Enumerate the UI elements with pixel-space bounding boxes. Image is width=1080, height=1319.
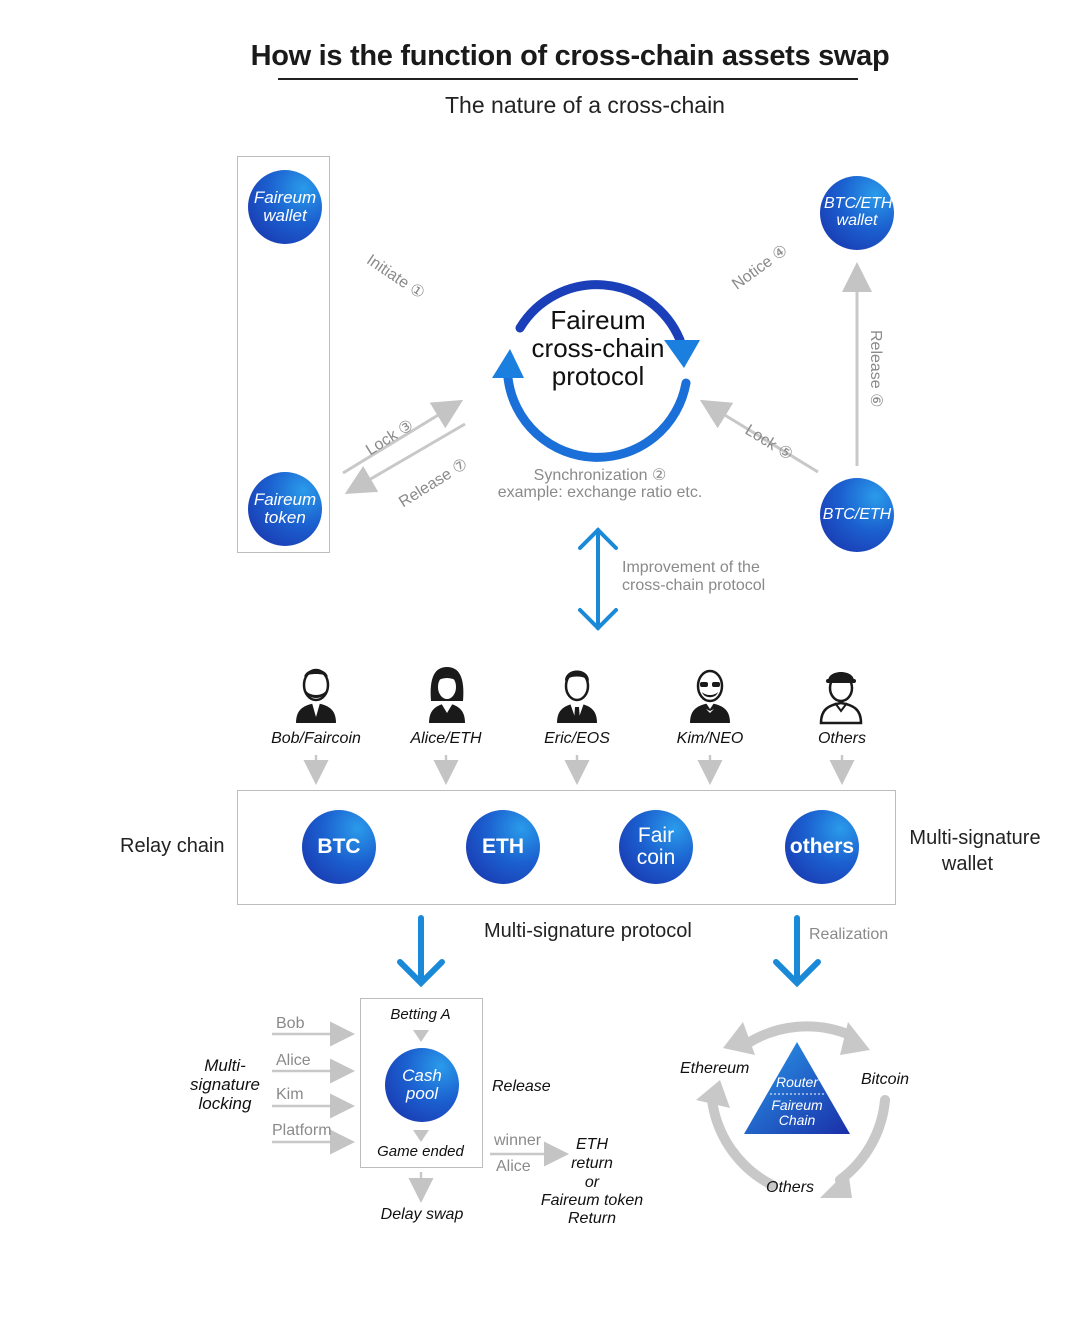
realization-label: Realization: [809, 926, 889, 943]
input-alice: Alice: [276, 1052, 311, 1069]
input-bob: Bob: [276, 1015, 305, 1032]
man-beard-icon: [296, 668, 336, 723]
protocol-label: Faireum cross-chain protocol: [531, 305, 665, 391]
protocol-ring: [492, 280, 700, 462]
multisig-locking-line3: locking: [198, 1094, 252, 1113]
release-label: Release: [492, 1078, 551, 1095]
title-underline: [278, 78, 858, 80]
betting-box: [360, 998, 483, 1168]
multisig-locking-line2: signature: [190, 1075, 260, 1094]
outcome-line3: or: [584, 1174, 600, 1191]
pool-small-triangles: [413, 1030, 429, 1142]
router-label: Router: [775, 1074, 819, 1090]
coin-others: others: [785, 810, 859, 884]
router-bitcoin-label: Bitcoin: [861, 1071, 910, 1088]
coin-btc-label: BTC: [317, 834, 361, 858]
btceth-node: BTC/ETH: [820, 478, 894, 552]
faireum-wallet-node: Faireum wallet: [248, 170, 322, 244]
faireum-column-box: [237, 156, 330, 553]
game-ended-label: Game ended: [377, 1143, 464, 1160]
coin-faircoin: Fair coin: [619, 810, 693, 884]
coin-eth-label: ETH: [482, 834, 524, 858]
relay-chain-box: [237, 790, 896, 905]
user-label-others: Others: [817, 730, 866, 747]
user-arrows: [303, 755, 855, 785]
outcome-line2: return: [571, 1155, 613, 1172]
btceth-label: BTC/ETH: [822, 505, 892, 523]
outcome-line5: Return: [567, 1210, 617, 1227]
user-label-eric: Eric/EOS: [544, 730, 610, 747]
improvement-label-line2: cross-chain protocol: [622, 577, 766, 594]
coin-btc: BTC: [302, 810, 376, 884]
man-sunglasses-icon: [690, 669, 730, 723]
multisig-locking-line1: Multi-: [204, 1056, 246, 1075]
faireum-token-label: Faireum token: [253, 490, 317, 527]
betting-input-arrows: [272, 1021, 569, 1203]
coin-eth: ETH: [466, 810, 540, 884]
delay-swap-label: Delay swap: [380, 1206, 464, 1223]
cash-pool-node: Cash pool: [385, 1048, 459, 1122]
winner-label: winner: [494, 1132, 542, 1149]
sync-label-line2: example: exchange ratio etc.: [497, 484, 703, 501]
man-tie-icon: [557, 670, 597, 723]
multisig-wallet-label-line2: wallet: [941, 853, 994, 875]
router-triangle: [744, 1042, 850, 1134]
input-platform: Platform: [272, 1122, 332, 1139]
man-cap-icon: [819, 672, 863, 725]
cash-pool-label: Cash pool: [402, 1066, 442, 1103]
protocol-down-arrows: [397, 915, 821, 988]
improvement-label-line1: Improvement of the: [622, 559, 760, 576]
router-others-label: Others: [766, 1179, 815, 1196]
page-title: How is the function of cross-chain asset…: [250, 40, 890, 72]
user-label-kim: Kim/NEO: [676, 730, 744, 747]
btceth-wallet-node: BTC/ETH wallet: [820, 176, 894, 250]
woman-icon: [429, 667, 465, 723]
relay-chain-label: Relay chain: [120, 835, 225, 857]
faireum-token-node: Faireum token: [248, 472, 322, 546]
router-ethereum-label: Ethereum: [680, 1060, 750, 1077]
multisig-protocol-label: Multi-signature protocol: [484, 920, 692, 942]
sync-label-line1: Synchronization ②: [533, 467, 667, 484]
alice-winner-label: Alice: [496, 1158, 531, 1175]
page-subtitle: The nature of a cross-chain: [445, 92, 725, 118]
multisig-wallet-label-line1: Multi-signature: [909, 827, 1041, 849]
faireum-chain-label: Faireum Chain: [771, 1097, 823, 1128]
input-kim: Kim: [276, 1086, 304, 1103]
outcome-line4: Faireum token: [540, 1192, 644, 1209]
betting-a-label: Betting A: [390, 1006, 451, 1023]
top-arrows: [342, 262, 872, 495]
improvement-double-arrow: [578, 527, 618, 631]
user-label-alice: Alice/ETH: [410, 730, 482, 747]
router-ring-heads: [696, 1022, 870, 1198]
outcome-line1: ETH: [576, 1136, 608, 1153]
faireum-wallet-label: Faireum wallet: [253, 188, 317, 225]
btceth-wallet-label: BTC/ETH wallet: [824, 195, 893, 229]
user-label-bob: Bob/Faircoin: [271, 730, 361, 747]
coin-faircoin-label: Fair coin: [636, 824, 676, 869]
coin-others-label: others: [789, 834, 855, 858]
